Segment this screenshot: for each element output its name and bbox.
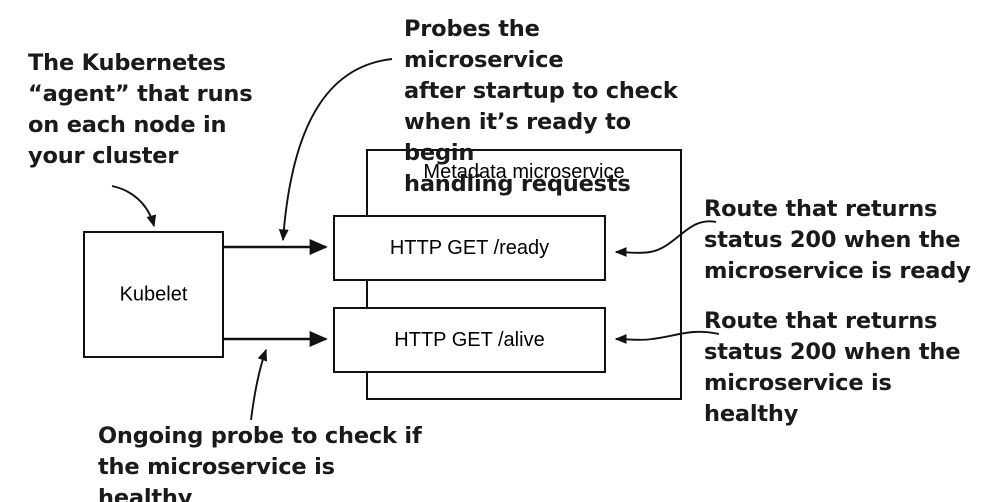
annotation-kubelet-note: The Kubernetes “agent” that runs on each… — [28, 50, 253, 169]
http-get-alive-label: HTTP GET /alive — [394, 328, 545, 351]
annotation-ready-route-note: Route that returns status 200 when the m… — [704, 196, 971, 284]
http-get-alive-box: HTTP GET /alive — [333, 307, 606, 373]
leader-readiness-note — [278, 58, 393, 242]
kubelet-label: Kubelet — [119, 283, 188, 305]
http-get-ready-box: HTTP GET /ready — [333, 215, 606, 281]
annotation-readiness-probe-note: Probes the microservice after startup to… — [404, 16, 678, 197]
kubelet-node-box: Kubelet — [83, 231, 224, 358]
leader-alive-route-note — [614, 330, 720, 344]
annotation-liveness-probe-note: Ongoing probe to check if the microservi… — [98, 423, 422, 502]
leader-liveness-note — [250, 348, 268, 421]
metadata-microservice-label: Metadata microservice — [423, 161, 625, 183]
leader-kubelet-note — [111, 185, 157, 228]
http-get-ready-label: HTTP GET /ready — [389, 236, 550, 259]
leader-ready-route-note — [614, 220, 717, 257]
annotation-alive-route-note: Route that returns status 200 when the m… — [704, 308, 961, 427]
